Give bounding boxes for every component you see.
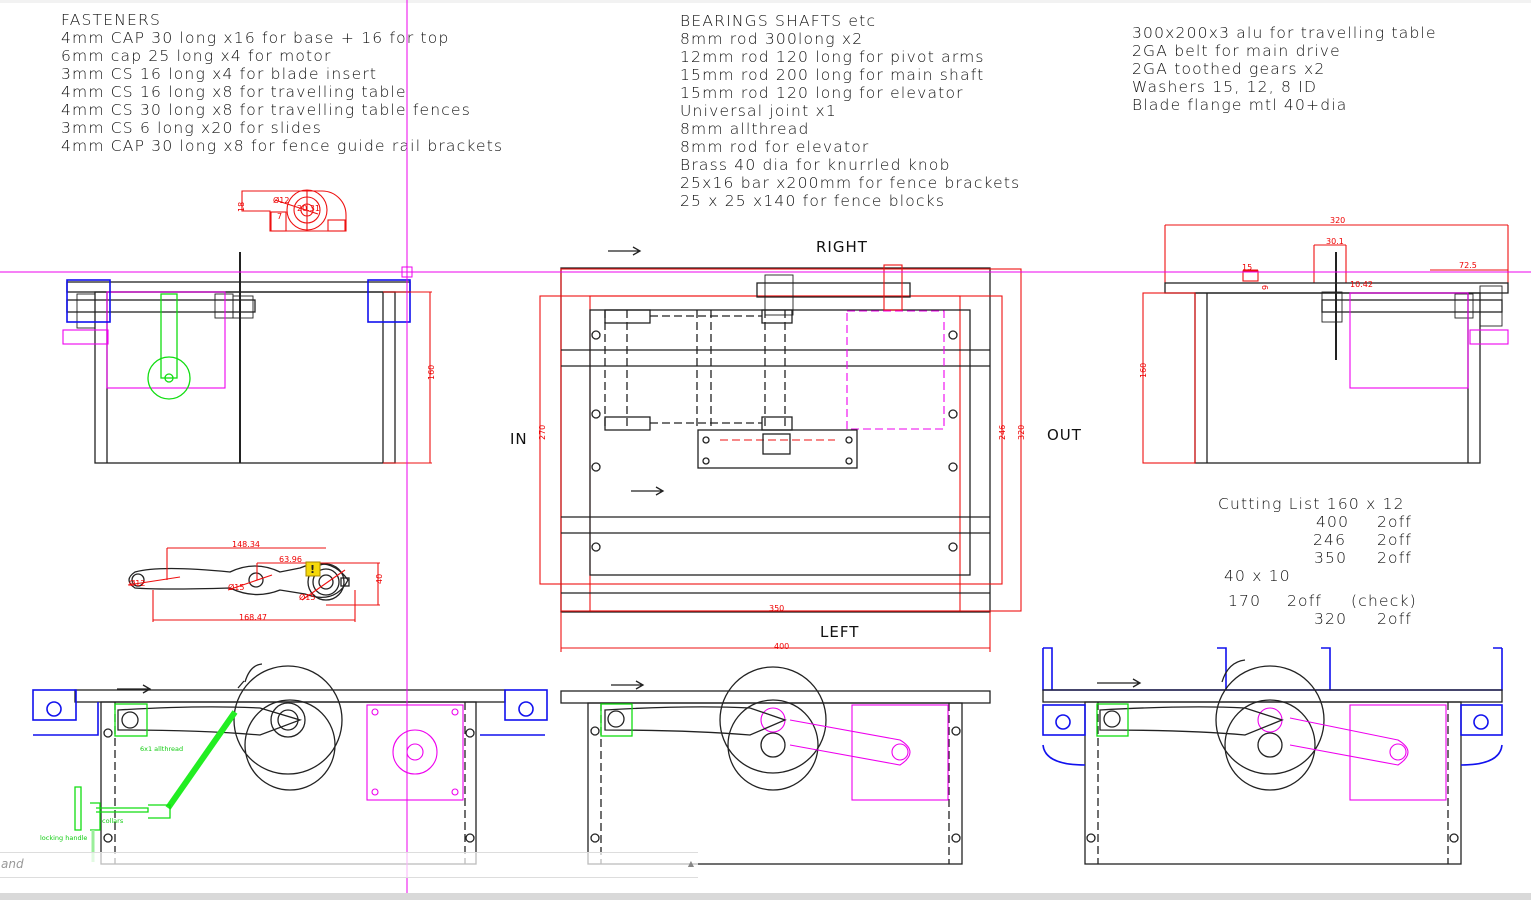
dim-label: Ø15 <box>228 582 244 592</box>
command-history-arrow-icon[interactable]: ▲ <box>687 859 694 868</box>
note-line: 15mm rod 200 long for main shaft <box>680 66 984 84</box>
cut-section: 40 x 10 <box>1224 567 1291 585</box>
note-line: 8mm allthread <box>680 120 810 138</box>
note-line: 4mm CS 16 long x8 for travelling table <box>61 83 407 101</box>
note-line: 4mm CAP 30 long x8 for fence guide rail … <box>61 137 503 155</box>
dim-label: 160 <box>1139 363 1148 378</box>
command-line-input[interactable]: and ▲ <box>0 852 698 878</box>
note-line: 25x16 bar x200mm for fence brackets <box>680 174 1020 192</box>
cutting-list-title: Cutting List 160 x 12 <box>1218 495 1405 513</box>
dim-label: 30.1 <box>1326 237 1344 246</box>
cut-qty: 2off <box>1377 513 1412 531</box>
note-line: 6mm cap 25 long x4 for motor <box>61 47 332 65</box>
dim-label: 9 <box>1261 285 1270 290</box>
note-line: Washers 15, 12, 8 ID <box>1132 78 1317 96</box>
label-out: OUT <box>1047 426 1082 444</box>
bearing-detail[interactable]: 18 Ø12 20.31 7 <box>237 189 347 232</box>
pivot-arm-detail[interactable]: ! 148.34 63.96 168.47 Ø12 Ø15 Ø15 40 <box>127 540 384 622</box>
note-line: 2GA toothed gears x2 <box>1132 60 1325 78</box>
cut-length: 246 <box>1313 531 1346 549</box>
cut-length: 320 <box>1314 610 1347 628</box>
annotation-allthread: 6x1 allthread <box>140 745 183 753</box>
bearings-notes: BEARINGS SHAFTS etc 8mm rod 300long x2 1… <box>680 12 1020 210</box>
dim-label: 168.47 <box>239 613 267 622</box>
note-line: Brass 40 dia for knurrled knob <box>680 156 951 174</box>
window-top-edge <box>0 0 1531 3</box>
cut-qty: 2off <box>1287 592 1322 610</box>
note-line: Blade flange mtl 40+dia <box>1132 96 1347 114</box>
label-left: LEFT <box>820 623 859 641</box>
side-elevation-left[interactable]: 6x1 allthread collars locking handle <box>32 663 548 865</box>
mounting-holes <box>103 708 475 843</box>
cut-length: 170 <box>1228 592 1261 610</box>
dim-label: 160 <box>427 365 436 380</box>
dim-label: Ø12 <box>273 195 289 205</box>
direction-arrow-icon <box>608 246 642 256</box>
dim-label: 18 <box>237 202 246 212</box>
dim-label: 10.42 <box>1350 280 1373 289</box>
cursor-pickbox <box>401 266 413 278</box>
command-line-text: and <box>1 857 24 871</box>
warning-icon[interactable] <box>305 561 321 577</box>
cut-qty: 2off <box>1377 610 1412 628</box>
cut-qty: 2off <box>1377 531 1412 549</box>
warning-glyph: ! <box>310 563 315 576</box>
left-end-view[interactable]: 160 <box>62 252 436 464</box>
side-elevation-right[interactable] <box>1042 647 1503 865</box>
annotation-collars: collars <box>102 817 124 825</box>
plan-view[interactable]: RIGHT LEFT IN OUT 270 246 320 350 400 <box>510 238 1082 652</box>
right-end-view[interactable]: 15 30.1 320 72.5 10.42 9 160 <box>1139 216 1509 464</box>
dim-label: 270 <box>538 425 547 440</box>
dim-label: 320 <box>1330 216 1345 225</box>
cut-length: 350 <box>1314 549 1347 567</box>
fasteners-title: FASTENERS <box>61 11 161 29</box>
allthread-rod <box>165 710 238 810</box>
label-in: IN <box>510 430 528 448</box>
cutting-list: Cutting List 160 x 12 400 2off 246 2off … <box>1218 495 1417 628</box>
note-line: 8mm rod for elevator <box>680 138 870 156</box>
dim-label: 7 <box>277 212 282 221</box>
note-line: 2GA belt for main drive <box>1132 42 1341 60</box>
dim-label: 148.34 <box>232 540 260 549</box>
note-line: Universal joint x1 <box>680 102 837 120</box>
dim-label: 15 <box>1242 263 1252 272</box>
note-line: 3mm CS 16 long x4 for blade insert <box>61 65 377 83</box>
dim-label: 246 <box>998 425 1007 440</box>
direction-arrow-icon <box>631 486 665 496</box>
fasteners-notes: FASTENERS 4mm CAP 30 long x16 for base +… <box>61 11 503 155</box>
note-line: 12mm rod 120 long for pivot arms <box>680 48 985 66</box>
dim-label: Ø15 <box>299 592 315 602</box>
materials-notes: 300x200x3 alu for travelling table 2GA b… <box>1132 24 1437 114</box>
label-right: RIGHT <box>816 238 868 256</box>
bearings-title: BEARINGS SHAFTS etc <box>680 12 876 30</box>
dim-label: 63.96 <box>279 555 302 564</box>
note-line: 25 x 25 x140 for fence blocks <box>680 192 945 210</box>
dim-label: 72.5 <box>1459 261 1477 270</box>
note-line: 15mm rod 120 long for elevator <box>680 84 964 102</box>
note-line: 4mm CAP 30 long x16 for base + 16 for to… <box>61 29 450 47</box>
cut-note: (check) <box>1351 592 1417 610</box>
dim-label: 350 <box>769 604 784 613</box>
dim-label: 320 <box>1017 425 1026 440</box>
status-bar <box>0 893 1531 900</box>
note-line: 4mm CS 30 long x8 for travelling table f… <box>61 101 471 119</box>
cut-qty: 2off <box>1377 549 1412 567</box>
cut-length: 400 <box>1316 513 1349 531</box>
note-line: 300x200x3 alu for travelling table <box>1132 24 1437 42</box>
note-line: 8mm rod 300long x2 <box>680 30 863 48</box>
dim-label: Ø12 <box>129 578 145 588</box>
annotation-locking-handle: locking handle <box>40 834 87 842</box>
dim-label: 20.31 <box>297 204 320 213</box>
dim-label: 400 <box>774 642 789 651</box>
dim-label: 40 <box>375 574 384 584</box>
mounting-holes <box>591 330 958 552</box>
side-elevation-middle[interactable] <box>560 666 991 865</box>
note-line: 3mm CS 6 long x20 for slides <box>61 119 322 137</box>
